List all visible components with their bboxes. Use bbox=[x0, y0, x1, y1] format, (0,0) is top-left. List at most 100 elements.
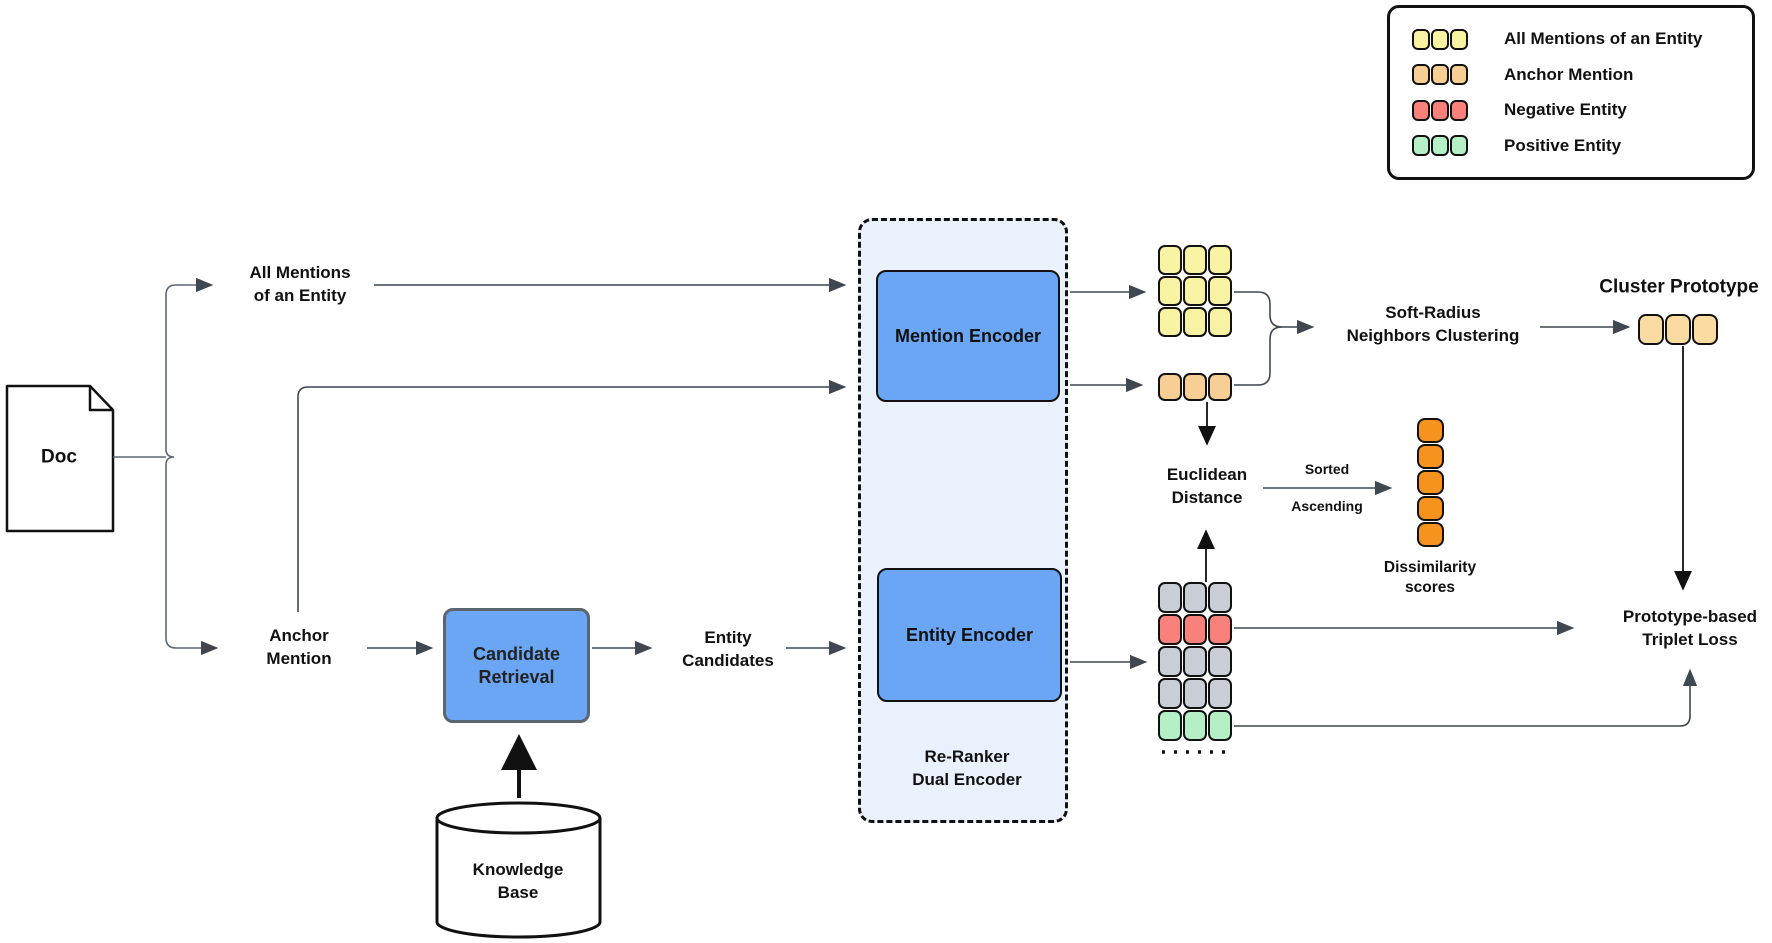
yellow-token bbox=[1183, 276, 1207, 306]
legend-label-positive-entity: Positive Entity bbox=[1504, 135, 1622, 155]
mention-embeddings-grid bbox=[1158, 245, 1232, 337]
anchor-mention-label: Anchor Mention bbox=[266, 626, 332, 668]
gray-token bbox=[1158, 678, 1182, 709]
yellow-token bbox=[1208, 276, 1232, 306]
token-row bbox=[1412, 99, 1468, 121]
all-mentions-label: All Mentions of an Entity bbox=[249, 263, 351, 305]
ascending-label: Ascending bbox=[1291, 498, 1363, 514]
token-row bbox=[1638, 314, 1718, 345]
yellow-token bbox=[1431, 28, 1449, 50]
legend-label-negative-entity: Negative Entity bbox=[1504, 100, 1627, 120]
yellow-token bbox=[1158, 245, 1182, 275]
green-token bbox=[1208, 710, 1232, 741]
token-row bbox=[1158, 373, 1232, 401]
anchor-token bbox=[1412, 64, 1430, 86]
yellow-token bbox=[1450, 28, 1468, 50]
gray-token bbox=[1208, 582, 1232, 613]
token-row bbox=[1417, 522, 1444, 547]
candidate-retrieval-label: Candidate Retrieval bbox=[472, 643, 560, 687]
doc-label: Doc bbox=[41, 446, 77, 468]
soft-radius-clustering-label: Soft-Radius Neighbors Clustering bbox=[1346, 303, 1520, 345]
knowledge-base-label: Knowledge Base bbox=[472, 860, 564, 902]
red-token bbox=[1450, 99, 1468, 121]
dissimilarity-scores-stack bbox=[1417, 418, 1444, 547]
token-row bbox=[1412, 135, 1468, 157]
yellow-token bbox=[1208, 307, 1232, 337]
gray-token bbox=[1158, 646, 1182, 677]
red-token bbox=[1412, 99, 1430, 121]
yellow-token bbox=[1183, 245, 1207, 275]
gray-token bbox=[1158, 582, 1182, 613]
mention-encoder-label: Mention Encoder bbox=[894, 325, 1041, 346]
legend-label-all-mentions: All Mentions of an Entity bbox=[1504, 29, 1703, 49]
anchor-embedding-row bbox=[1158, 373, 1232, 401]
legend-red-tokens bbox=[1412, 99, 1468, 121]
bracket-anchor bbox=[1234, 326, 1283, 386]
entity-encoder-box: Entity Encoder bbox=[877, 568, 1062, 702]
euclidean-distance-label: Euclidean Distance bbox=[1166, 465, 1248, 507]
green-token bbox=[1431, 135, 1449, 157]
token-row bbox=[1158, 276, 1232, 306]
arrow-doc-to-all-mentions bbox=[165, 277, 214, 449]
anchor-token bbox=[1450, 64, 1468, 86]
legend-row-all-mentions: All Mentions of an Entity bbox=[1412, 28, 1742, 50]
token-row bbox=[1158, 245, 1232, 275]
orange-token bbox=[1417, 470, 1444, 495]
bracket-mentions bbox=[1234, 291, 1283, 328]
legend-yellow-tokens bbox=[1412, 28, 1468, 50]
red-token bbox=[1183, 614, 1207, 645]
doc-shape bbox=[5, 384, 115, 533]
arrow-doc-to-anchor-mention bbox=[165, 465, 219, 656]
cluster-prototype-row bbox=[1638, 314, 1718, 345]
yellow-token bbox=[1183, 307, 1207, 337]
entity-encoder-label: Entity Encoder bbox=[905, 624, 1034, 645]
token-row bbox=[1412, 28, 1468, 50]
legend-anchor-tokens bbox=[1412, 64, 1468, 86]
red-token bbox=[1208, 614, 1232, 645]
knowledge-base-cylinder bbox=[435, 801, 602, 939]
candidate-retrieval-box: Candidate Retrieval bbox=[443, 608, 590, 723]
token-row bbox=[1158, 582, 1232, 613]
anchor-token bbox=[1183, 373, 1207, 401]
yellow-token bbox=[1158, 276, 1182, 306]
prototype-token bbox=[1665, 314, 1691, 345]
red-token bbox=[1158, 614, 1182, 645]
sorted-label: Sorted bbox=[1304, 461, 1350, 477]
orange-token bbox=[1417, 418, 1444, 443]
red-token bbox=[1431, 99, 1449, 121]
gray-token bbox=[1183, 582, 1207, 613]
entity-candidates-grid bbox=[1158, 582, 1232, 741]
anchor-token bbox=[1431, 64, 1449, 86]
dissimilarity-scores-label: Dissimilarity scores bbox=[1383, 559, 1477, 596]
yellow-token bbox=[1158, 307, 1182, 337]
prototype-token bbox=[1638, 314, 1664, 345]
entity-candidates-label: Entity Candidates bbox=[682, 628, 774, 670]
prototype-token bbox=[1692, 314, 1718, 345]
green-token bbox=[1158, 710, 1182, 741]
legend-row-anchor-mention: Anchor Mention bbox=[1412, 64, 1742, 86]
green-token bbox=[1183, 710, 1207, 741]
green-token bbox=[1450, 135, 1468, 157]
token-row bbox=[1158, 307, 1232, 337]
orange-token bbox=[1417, 444, 1444, 469]
anchor-token bbox=[1208, 373, 1232, 401]
token-row bbox=[1417, 470, 1444, 495]
token-row bbox=[1158, 678, 1232, 709]
yellow-token bbox=[1208, 245, 1232, 275]
token-row bbox=[1412, 64, 1468, 86]
doc-brace bbox=[113, 277, 219, 656]
legend-row-negative-entity: Negative Entity bbox=[1412, 99, 1742, 121]
prototype-triplet-loss-label: Prototype-based Triplet Loss bbox=[1622, 607, 1758, 649]
token-row bbox=[1417, 444, 1444, 469]
legend-green-tokens bbox=[1412, 135, 1468, 157]
gray-token bbox=[1183, 678, 1207, 709]
token-row bbox=[1158, 710, 1232, 741]
arrow-anchor-to-mention-encoder bbox=[297, 379, 847, 612]
cluster-prototype-label: Cluster Prototype bbox=[1599, 276, 1759, 298]
arrow-positive-to-triplet-loss bbox=[1234, 668, 1698, 727]
legend-label-anchor-mention: Anchor Mention bbox=[1504, 64, 1634, 84]
gray-token bbox=[1208, 646, 1232, 677]
legend-row-positive-entity: Positive Entity bbox=[1412, 135, 1742, 157]
